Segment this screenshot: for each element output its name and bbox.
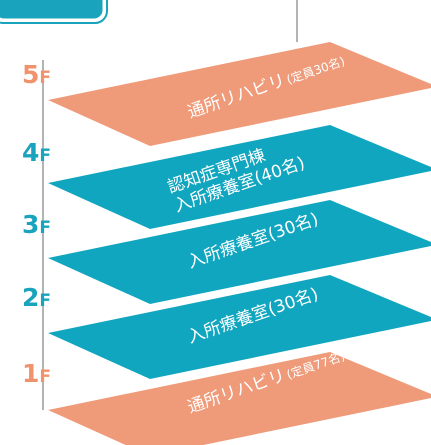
floor-plane-2 [48,275,431,379]
floor-label-1: 1F [22,359,51,388]
floor-plane-5 [48,42,431,146]
floor-plane-1 [48,352,431,445]
floor-label-3: 3F [22,210,51,239]
floor-label-2: 2F [22,283,51,312]
floor-label-5: 5F [22,60,51,89]
corner-badge-outline [0,0,108,24]
corner-badge [0,0,106,22]
floor-label-4: 4F [22,138,51,167]
floor-plane-4 [48,125,431,229]
floor-plane-3 [48,200,431,304]
